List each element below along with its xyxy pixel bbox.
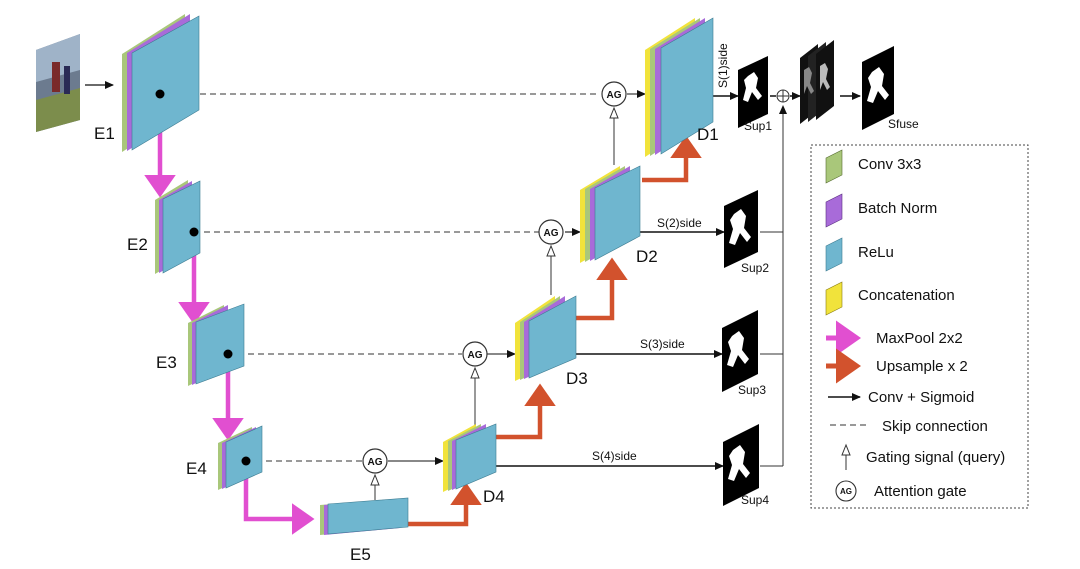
label-e3: E3 [156,353,177,372]
legend-upsample: Upsample x 2 [826,348,968,384]
svg-text:AG: AG [544,228,559,239]
svg-text:AG: AG [840,487,852,496]
gating-arrowheads [370,106,619,486]
encoder-e1 [122,14,200,152]
attention-gate-1: AG [601,81,627,107]
legend: Conv 3x3 Batch Norm ReLu Concatenation M… [810,144,1029,509]
attention-gate-2: AG [538,219,564,245]
legend-skip: Skip connection [830,418,988,435]
legend-attention: AG Attention gate [835,480,967,502]
encoder-e5 [320,497,409,535]
legend-batchnorm: Batch Norm [825,193,937,228]
attention-gate-4: AG [362,448,388,474]
svg-text:Batch Norm: Batch Norm [858,200,937,217]
svg-text:AG: AG [468,350,483,361]
svg-text:AG: AG [607,90,622,101]
input-image [36,34,114,132]
side-output-lines [496,92,861,470]
decoder-d1 [645,17,714,157]
attention-gate-3: AG [462,341,488,367]
label-e4: E4 [186,459,207,478]
svg-text:ReLu: ReLu [858,244,894,261]
label-d2: D2 [636,247,658,266]
mask-sup3 [722,310,758,392]
label-s3-side: S(3)side [640,337,685,351]
label-sfuse: Sfuse [888,117,919,131]
label-d1: D1 [697,125,719,144]
label-d3: D3 [566,369,588,388]
svg-text:Skip connection: Skip connection [882,418,988,435]
label-s2-side: S(2)side [657,216,702,230]
label-d4: D4 [483,487,505,506]
encoder-e2 [155,180,201,274]
legend-conv-sigmoid: Conv + Sigmoid [828,389,974,406]
label-sup4: Sup4 [741,493,769,507]
label-e2: E2 [127,235,148,254]
mask-sfuse [862,46,894,130]
legend-conv: Conv 3x3 [825,149,921,184]
mask-sup1 [738,56,768,128]
fusion-collector [760,89,790,467]
upsample-arrows [408,135,702,527]
svg-text:Gating signal (query): Gating signal (query) [866,449,1005,466]
decoder-d4 [443,423,497,492]
legend-gating: Gating signal (query) [841,443,1005,470]
label-sup3: Sup3 [738,383,766,397]
svg-text:MaxPool 2x2: MaxPool 2x2 [876,330,963,347]
label-s1-side: S(1)side [716,43,730,88]
encoder-e4 [218,425,263,490]
svg-text:Conv + Sigmoid: Conv + Sigmoid [868,389,974,406]
svg-text:Upsample x 2: Upsample x 2 [876,358,968,375]
svg-text:Attention gate: Attention gate [874,483,967,500]
label-s4-side: S(4)side [592,449,637,463]
mask-sup4 [723,424,759,506]
svg-text:Conv 3x3: Conv 3x3 [858,156,921,173]
legend-maxpool: MaxPool 2x2 [826,320,963,356]
stacked-masks [800,40,834,124]
svg-text:AG: AG [368,457,383,468]
svg-text:Concatenation: Concatenation [858,287,955,304]
decoder-d3 [515,295,577,381]
skip-connections [160,93,600,462]
encoder-e3 [188,303,245,386]
legend-concat: Concatenation [825,281,955,316]
ag-to-decoder-arrows [388,90,646,465]
mask-sup2 [724,190,758,268]
label-sup1: Sup1 [744,119,772,133]
decoder-d2 [580,165,641,263]
label-sup2: Sup2 [741,261,769,275]
label-e5: E5 [350,545,371,564]
legend-relu: ReLu [825,237,894,272]
label-e1: E1 [94,124,115,143]
